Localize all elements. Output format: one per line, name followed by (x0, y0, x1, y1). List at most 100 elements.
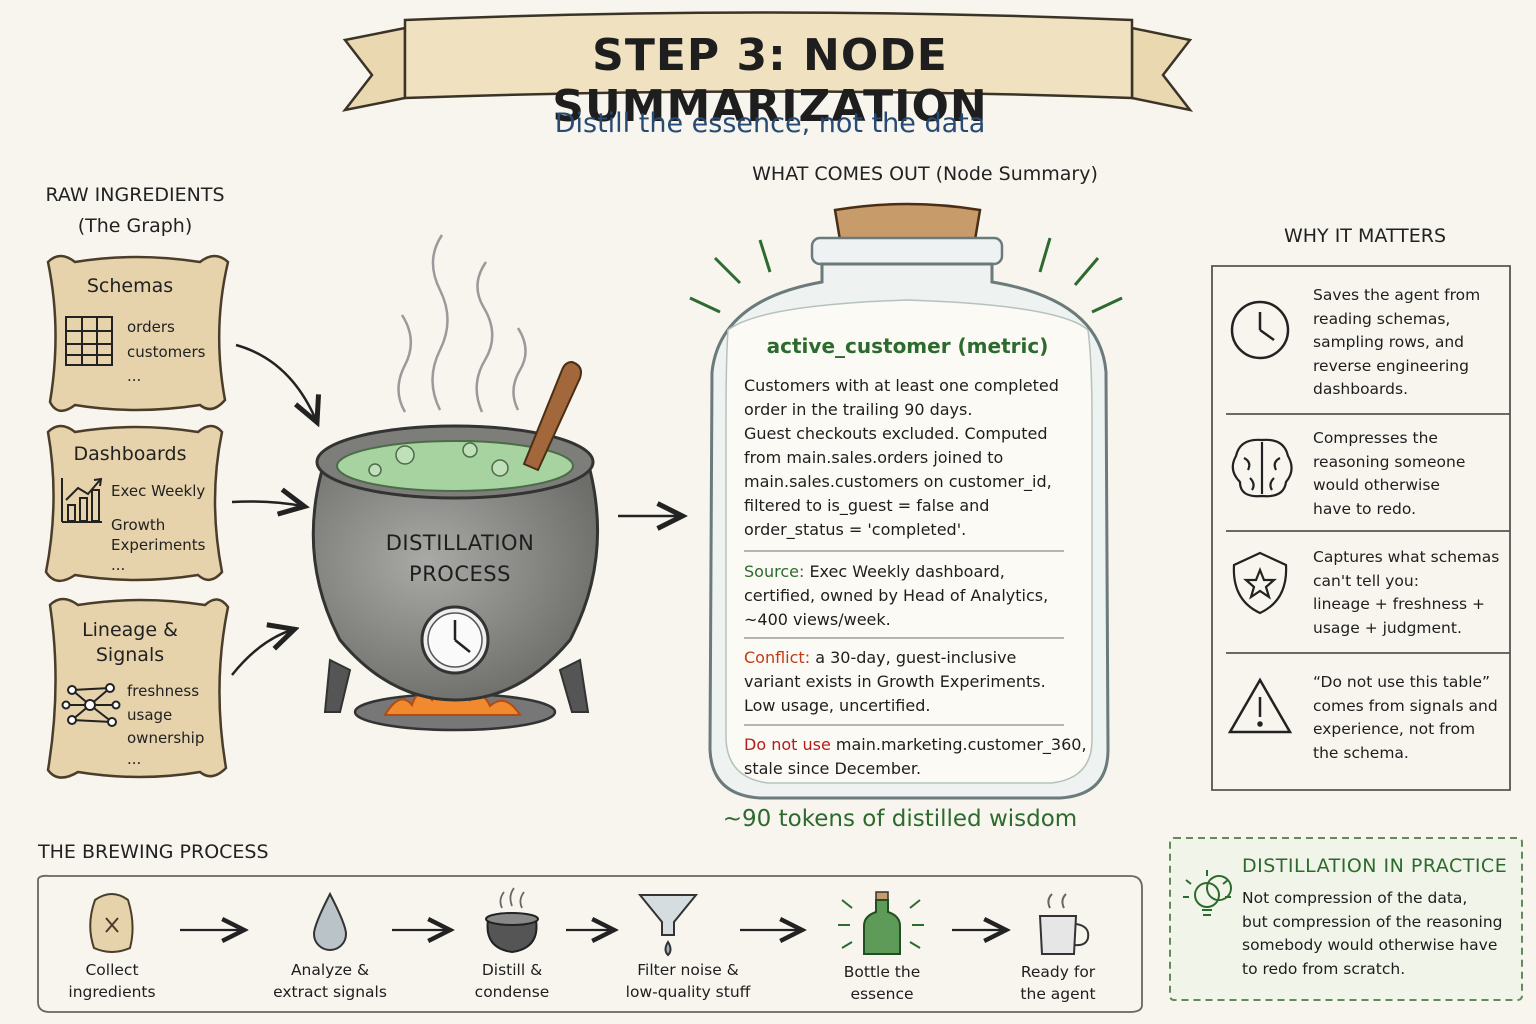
sack-schemas (46, 254, 230, 412)
cauldron-small-icon (485, 887, 539, 954)
sack-item: freshness (127, 682, 200, 700)
sack-title-lineage-signals: Lineage & Signals (60, 618, 200, 668)
why-line: Captures what schemas (1313, 548, 1500, 566)
jar-line: main.sales.customers on customer_id, (744, 472, 1052, 491)
why-item-4: “Do not use this table” comes from signa… (1313, 671, 1523, 765)
sack-item: Growth (111, 516, 166, 534)
ingredient-arrows (231, 343, 680, 676)
jar-line: Guest checkouts excluded. Computed (744, 424, 1048, 443)
sack-item: Experiments (111, 536, 206, 554)
page-title: STEP 3: NODE SUMMARIZATION (552, 30, 988, 132)
step-line: Analyze & (290, 961, 370, 979)
why-line: Saves the agent from (1313, 286, 1481, 304)
jar-dividers (744, 550, 1064, 726)
dip-body: Not compression of the data, but compres… (1242, 887, 1517, 981)
step-line: condense (474, 982, 550, 1001)
jar-line: variant exists in Growth Experiments. (744, 672, 1046, 691)
jar-line: Customers with at least one completed (744, 376, 1059, 395)
chart-icon (61, 477, 103, 523)
why-line: reasoning someone (1313, 452, 1466, 471)
why-item-2: Compresses the reasoning someone would o… (1313, 427, 1523, 521)
jar-line: main.marketing.customer_360, (835, 735, 1087, 754)
jar-line: from main.sales.orders joined to (744, 448, 1004, 467)
why-line: the schema. (1313, 743, 1409, 762)
brew-step-6: Ready for the agent (978, 962, 1138, 1005)
source-label: Source: (744, 562, 805, 581)
why-line: comes from signals and (1313, 696, 1498, 715)
cauldron-label-line: PROCESS (409, 562, 511, 586)
dip-line: but compression of the reasoning (1242, 912, 1503, 931)
step-line: low-quality stuff (625, 982, 751, 1001)
cauldron-label-line: DISTILLATION (385, 531, 535, 555)
jar-line: a 30-day, guest-inclusive (815, 648, 1017, 667)
jar-source: Source: Exec Weekly dashboard, certified… (744, 560, 1089, 632)
cauldron-illustration (311, 360, 600, 732)
why-line: “Do not use this table” (1313, 673, 1491, 691)
jar-line: stale since December. (744, 759, 922, 778)
brew-step-1: Collect ingredients (32, 960, 192, 1003)
do-not-use-label: Do not use (744, 735, 831, 754)
step-line: extract signals (273, 982, 387, 1001)
sack-icon (89, 893, 134, 953)
dip-heading: DISTILLATION IN PRACTICE (1242, 855, 1508, 877)
sack-item: Exec Weekly (111, 482, 206, 500)
why-item-1: Saves the agent from reading schemas, sa… (1313, 284, 1523, 402)
jar-line: Exec Weekly dashboard, (809, 562, 1005, 581)
network-icon (61, 683, 121, 727)
jar-illustration (689, 202, 1123, 800)
clock-icon (1230, 300, 1290, 360)
why-line: reading schemas, (1313, 309, 1451, 328)
why-heading: WHY IT MATTERS (1283, 225, 1447, 247)
why-item-3: Captures what schemas can't tell you: li… (1313, 546, 1523, 640)
conflict-label: Conflict: (744, 648, 811, 667)
step-line: Bottle the (843, 963, 921, 981)
brewing-heading: THE BREWING PROCESS (38, 841, 269, 863)
step-line: Distill & (481, 961, 543, 979)
dip-line: somebody would otherwise have (1242, 936, 1498, 954)
brew-step-2: Analyze & extract signals (250, 960, 410, 1003)
tokens-caption: ~90 tokens of distilled wisdom (722, 806, 1078, 832)
shield-star-icon (1232, 551, 1288, 615)
sack-item: ownership (127, 729, 205, 747)
brew-step-5: Bottle the essence (802, 962, 962, 1005)
jar-line: Low usage, uncertified. (744, 696, 931, 715)
title-banner (341, 11, 1194, 112)
step-line: Collect (85, 961, 139, 979)
jar-title: active_customer (metric) (766, 334, 1049, 358)
brain-icon (1231, 438, 1293, 498)
sparkle-lines (689, 237, 1123, 314)
jar-description: Customers with at least one completed or… (744, 374, 1089, 542)
brew-step-3: Distill & condense (432, 960, 592, 1003)
jar-line: order_status = 'completed'. (744, 520, 967, 539)
why-line: dashboards. (1313, 380, 1408, 398)
mug-icon (1038, 893, 1090, 955)
jar-line: order in the trailing 90 days. (744, 400, 973, 419)
step-line: ingredients (68, 982, 156, 1001)
jar-line: filtered to is_guest = false and (744, 496, 990, 515)
sack-dashboards (44, 424, 224, 582)
jar-line: certified, owned by Head of Analytics, (744, 586, 1049, 605)
why-line: Compresses the (1313, 429, 1438, 447)
dip-line: Not compression of the data, (1242, 889, 1468, 907)
sack-lineage-signals (46, 597, 230, 779)
jar-do-not-use: Do not use main.marketing.customer_360, … (744, 733, 1089, 781)
step-line: the agent (1020, 984, 1096, 1003)
sack-title-line: Lineage & (82, 619, 178, 641)
brew-step-4: Filter noise & low-quality stuff (608, 960, 768, 1003)
drop-icon (312, 891, 348, 951)
step-line: Filter noise & (637, 961, 739, 979)
cauldron-label: DISTILLATION PROCESS (330, 528, 590, 590)
sack-title-dashboards: Dashboards (73, 443, 187, 465)
warning-icon (1227, 677, 1293, 734)
sack-item: ... (127, 750, 142, 768)
sack-title-line: Signals (95, 644, 165, 666)
jar-conflict: Conflict: a 30-day, guest-inclusive vari… (744, 646, 1089, 718)
why-box (1211, 265, 1511, 791)
sack-title-schemas: Schemas (86, 275, 174, 297)
dip-box (1169, 837, 1523, 1001)
why-line: would otherwise (1313, 476, 1440, 494)
why-line: reverse engineering (1313, 356, 1469, 375)
sack-item: customers (127, 343, 206, 361)
why-line: lineage + freshness + (1313, 595, 1486, 613)
